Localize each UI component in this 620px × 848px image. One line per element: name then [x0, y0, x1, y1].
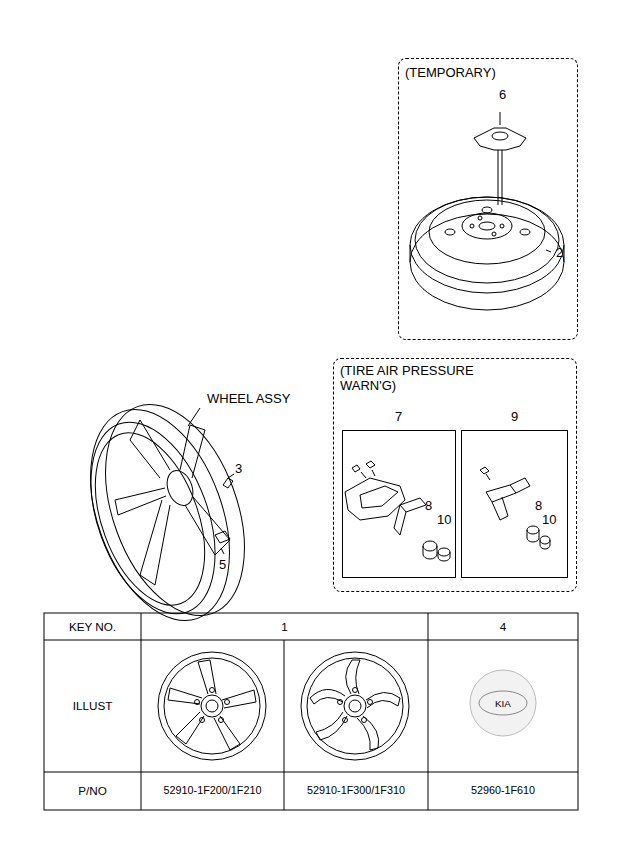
callout-number: 8: [535, 498, 542, 513]
callout-number: 10: [542, 512, 556, 527]
table-cell: 1: [141, 619, 428, 634]
emblem-text: KIA: [478, 696, 528, 711]
callout-number: 7: [395, 409, 402, 424]
table-cell: 52910-1F200/1F210: [141, 783, 284, 798]
callout-number: 8: [425, 498, 432, 513]
spare-holder: [474, 112, 526, 205]
table-cell: 52960-1F610: [428, 783, 578, 798]
table-cell: ILLUST: [44, 698, 141, 713]
callout-number: 10: [437, 512, 451, 527]
callout-number: 2: [556, 245, 563, 260]
emblem: [470, 670, 536, 736]
group-box: (TIRE AIR PRESSURE WARN'G)78109810: [333, 358, 577, 592]
wheel-illustration: [158, 652, 266, 760]
callout-number: 5: [219, 557, 226, 572]
table-grid: [44, 613, 578, 810]
valve-stem: [480, 467, 550, 549]
group-box: (TEMPORARY): [398, 58, 578, 340]
wheel-assembly: [64, 385, 271, 639]
tpms-sensor: [345, 461, 450, 561]
table-cell: P/NO: [44, 783, 141, 798]
table-cell: 52910-1F300/1F310: [284, 783, 428, 798]
kit-box: 9810: [461, 430, 568, 578]
wheel-illustration: [301, 652, 409, 760]
table-cell: 4: [428, 619, 578, 634]
callout-number: 9: [511, 409, 518, 424]
group-heading: (TEMPORARY): [405, 65, 496, 80]
kit-box: 7810: [342, 430, 456, 578]
callout-number: 6: [499, 87, 506, 102]
table-cell: KEY NO.: [44, 619, 141, 634]
spare-wheel: [410, 197, 564, 310]
part-name: WHEEL ASSY: [207, 391, 290, 406]
group-heading: (TIRE AIR PRESSURE WARN'G): [340, 363, 490, 393]
callout-number: 3: [235, 461, 242, 476]
